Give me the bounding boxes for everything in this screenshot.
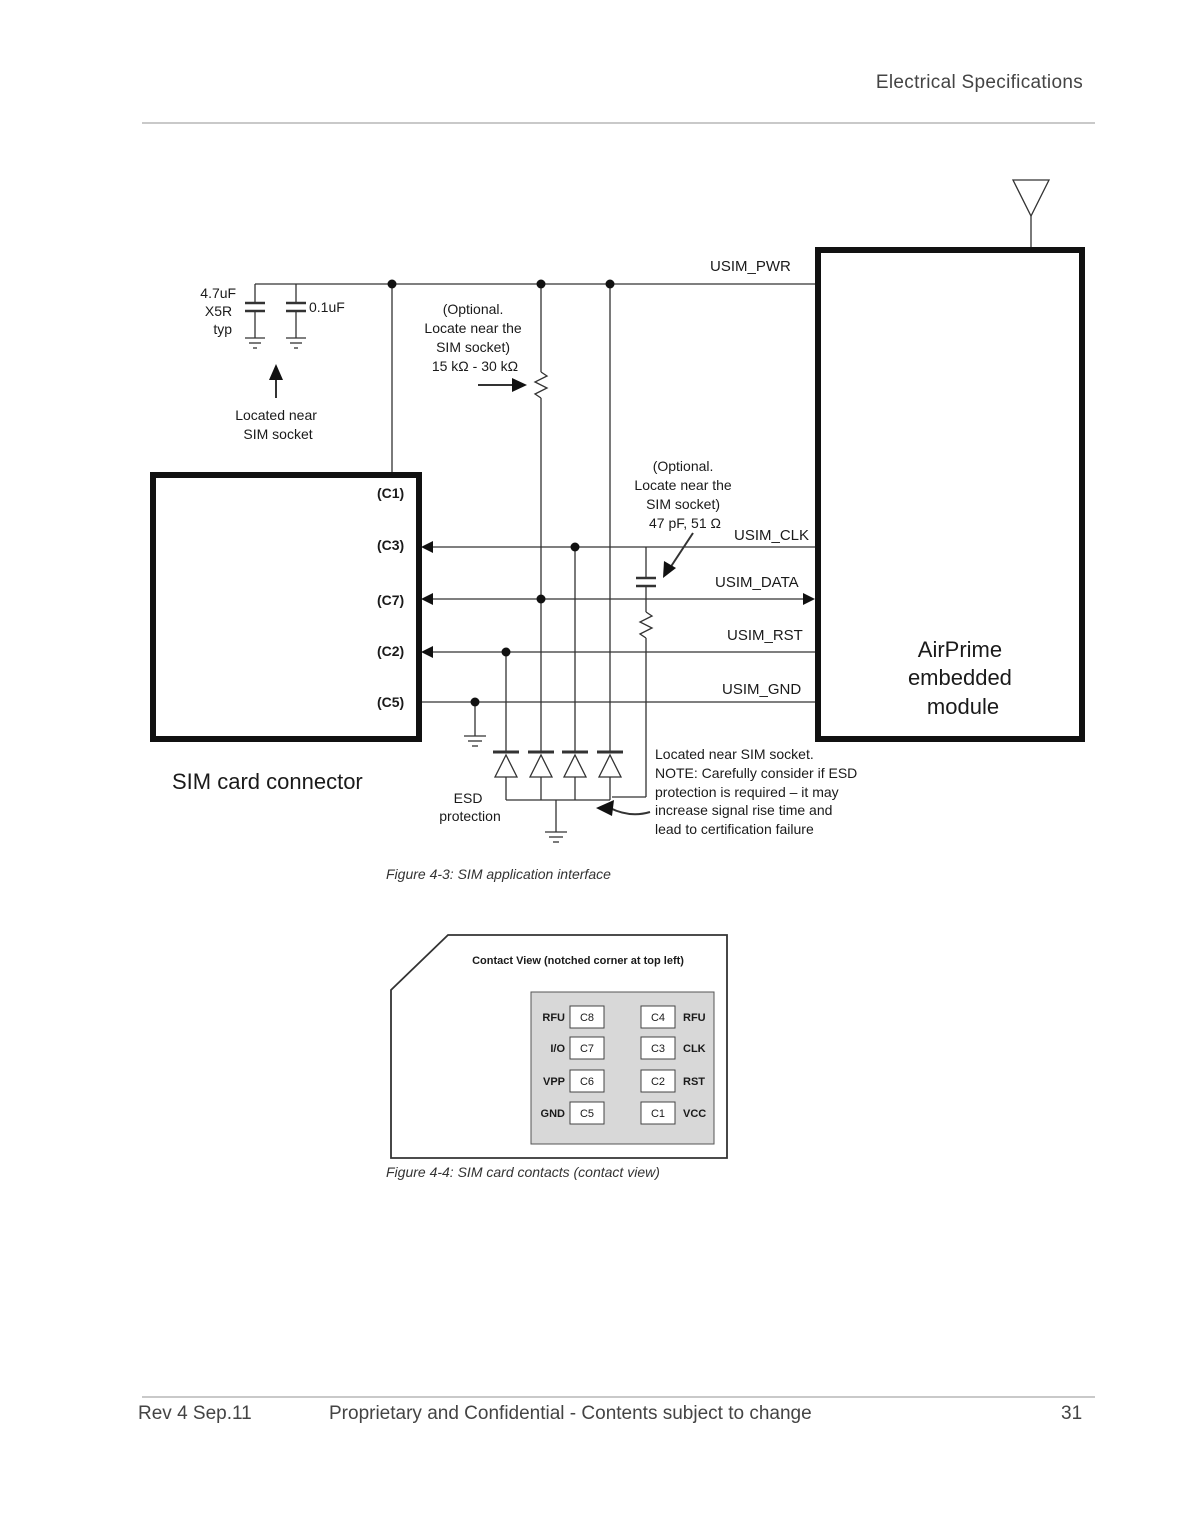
contact-name-left: GND: [541, 1108, 566, 1120]
esd-note: Located near SIM socket. NOTE: Carefully…: [655, 746, 861, 837]
pin-c3: (C3): [377, 537, 404, 553]
signal-usim-pwr: USIM_PWR: [710, 258, 791, 275]
contact-pad: [640, 1069, 676, 1093]
pin-c7: (C7): [377, 592, 404, 608]
sim-connector-box: [150, 472, 422, 742]
figure-4-caption: Figure 4-4: SIM card contacts (contact v…: [386, 1164, 660, 1180]
antenna-icon: [1011, 179, 1051, 249]
contact-view-title: Contact View (notched corner at top left…: [472, 955, 684, 967]
module-label: AirPrime embedded module: [908, 637, 1018, 719]
contact-area: [530, 991, 715, 1145]
esd-diodes: [493, 750, 623, 843]
contact-pin-left: C7: [580, 1043, 594, 1055]
contact-name-right: RFU: [683, 1012, 706, 1024]
contact-pad: [640, 1036, 676, 1060]
contact-name-left: RFU: [542, 1012, 565, 1024]
footer-divider: [142, 1396, 1095, 1398]
section-title: Electrical Specifications: [875, 72, 1083, 93]
contact-name-right: CLK: [683, 1043, 706, 1055]
signal-usim-data: USIM_DATA: [715, 574, 799, 591]
contact-pin-left: C8: [580, 1012, 594, 1024]
pullup-note: (Optional. Locate near the SIM socket) 1…: [424, 301, 525, 374]
contact-pad: [640, 1005, 676, 1029]
page-number: 31: [1061, 1403, 1083, 1424]
footer-revision: Rev 4 Sep.11: [138, 1403, 252, 1424]
sim-contacts-diagram: Contact View (notched corner at top left…: [386, 934, 728, 1180]
contact-pad: [569, 1069, 605, 1093]
contact-pin-right: C1: [651, 1108, 665, 1120]
pin-c2: (C2): [377, 643, 404, 659]
header-divider: [142, 122, 1095, 124]
contact-pin-left: C5: [580, 1108, 594, 1120]
airprime-module-box: [815, 247, 1085, 742]
contact-name-left: VPP: [543, 1076, 565, 1088]
contact-pad: [569, 1036, 605, 1060]
cap-0u1-label: 0.1uF: [309, 299, 345, 315]
contact-pin-left: C6: [580, 1076, 594, 1088]
signal-usim-rst: USIM_RST: [727, 627, 803, 644]
signal-usim-gnd: USIM_GND: [722, 681, 801, 698]
contact-name-left: I/O: [550, 1043, 565, 1055]
rc-note: (Optional. Locate near the SIM socket) 4…: [634, 458, 735, 531]
esd-label: ESD protection: [439, 790, 500, 824]
contact-pad: [569, 1005, 605, 1029]
contact-pin-right: C4: [651, 1012, 665, 1024]
contact-name-right: VCC: [683, 1108, 706, 1120]
contact-name-right: RST: [683, 1076, 705, 1088]
pin-c5: (C5): [377, 694, 404, 710]
signal-usim-clk: USIM_CLK: [734, 527, 809, 544]
cap-4u7-label: 4.7uF X5R typ: [200, 285, 240, 337]
sim-connector-label: SIM card connector: [172, 769, 363, 794]
contact-pin-right: C2: [651, 1076, 665, 1088]
figure-3-caption: Figure 4-3: SIM application interface: [386, 866, 611, 882]
sim-interface-diagram: 4.7uF X5R typ 0.1uF Located near SIM soc…: [150, 179, 1085, 882]
contact-pad: [569, 1101, 605, 1125]
pin-c1: (C1): [377, 485, 404, 501]
contact-pin-right: C3: [651, 1043, 665, 1055]
contact-pad: [640, 1101, 676, 1125]
footer-confidential: Proprietary and Confidential - Contents …: [329, 1403, 812, 1424]
cap-location-note: Located near SIM socket: [235, 407, 321, 442]
